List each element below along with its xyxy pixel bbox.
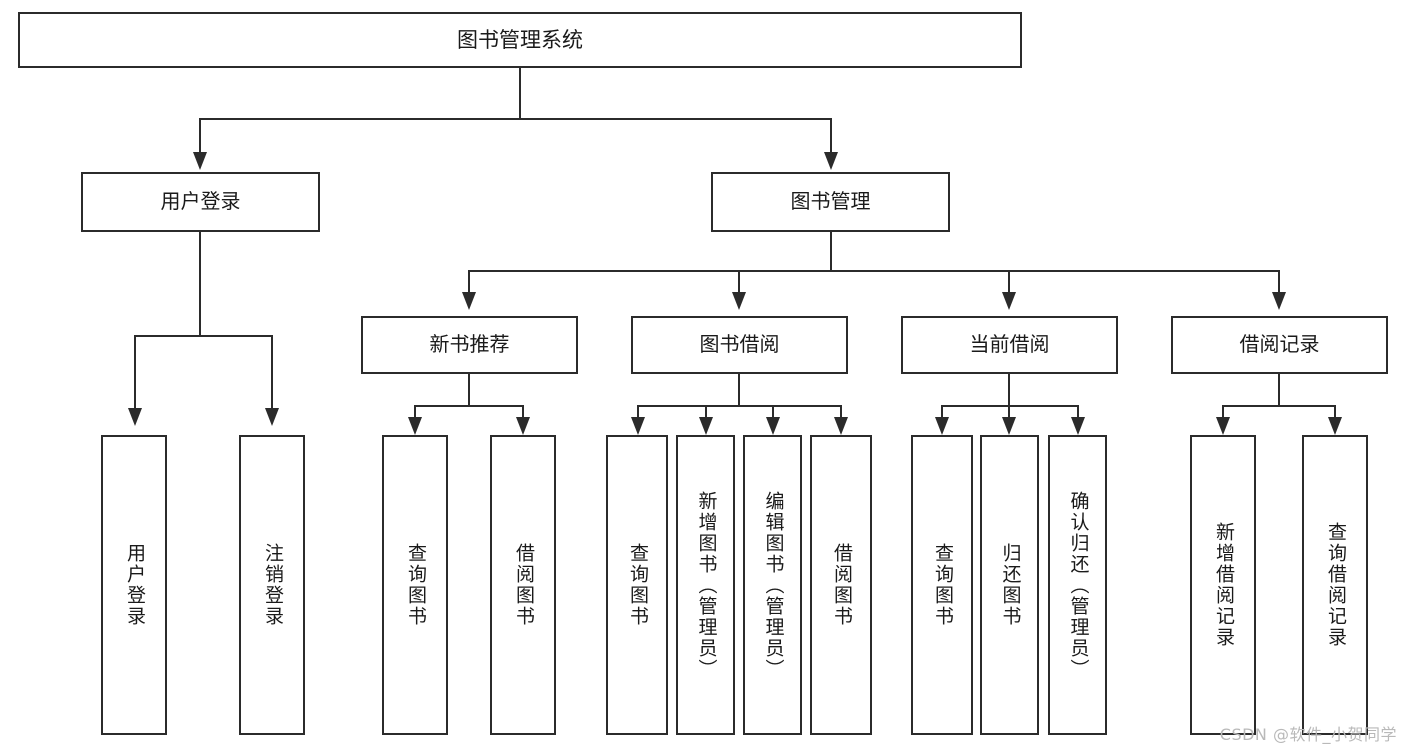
connector-bb-bar — [637, 405, 842, 407]
connector-cb-stem — [1008, 374, 1010, 406]
connector-nbr-stem — [468, 374, 470, 406]
node-label: 借阅图书 — [512, 543, 535, 627]
arrowhead-root-to-user-login — [193, 152, 207, 170]
connector-bm-child-3 — [1008, 270, 1010, 294]
arrowhead-bb-child-2 — [699, 417, 713, 435]
connector-user-login-child-1 — [134, 335, 136, 410]
arrowhead-br-child-2 — [1328, 417, 1342, 435]
node-label: 查询借阅记录 — [1324, 522, 1347, 648]
leaf-add-book-admin[interactable]: 新增图书（管理员） — [676, 435, 735, 735]
arrowhead-bb-child-4 — [834, 417, 848, 435]
arrowhead-cb-child-1 — [935, 417, 949, 435]
connector-br-stem — [1278, 374, 1280, 406]
node-current-borrowing[interactable]: 当前借阅 — [901, 316, 1118, 374]
connector-bb-child-4 — [840, 405, 842, 421]
connector-bm-child-4 — [1278, 270, 1280, 294]
node-label: 借阅记录 — [1239, 332, 1320, 357]
connector-bb-child-1 — [637, 405, 639, 421]
connector-book-management-stem — [830, 232, 832, 271]
connector-cb-child-1 — [941, 405, 943, 421]
arrowhead-root-to-book-management — [824, 152, 838, 170]
node-label: 编辑图书（管理员） — [762, 490, 785, 680]
leaf-add-borrowing-record[interactable]: 新增借阅记录 — [1190, 435, 1256, 735]
leaf-user-login[interactable]: 用户登录 — [101, 435, 167, 735]
connector-bb-child-2 — [705, 405, 707, 421]
node-borrowing-record[interactable]: 借阅记录 — [1171, 316, 1388, 374]
connector-cb-bar — [941, 405, 1079, 407]
arrowhead-bb-child-3 — [766, 417, 780, 435]
node-new-book-recommendation[interactable]: 新书推荐 — [361, 316, 578, 374]
connector-nbr-bar — [414, 405, 524, 407]
leaf-return-books[interactable]: 归还图书 — [980, 435, 1039, 735]
connector-cb-child-2 — [1008, 405, 1010, 421]
arrowhead-bb-child-1 — [631, 417, 645, 435]
connector-cb-child-3 — [1077, 405, 1079, 421]
connector-bb-stem — [738, 374, 740, 406]
leaf-query-books-current[interactable]: 查询图书 — [911, 435, 973, 735]
connector-root-to-book-management — [830, 118, 832, 154]
connector-root-bar — [199, 118, 832, 120]
connector-br-child-2 — [1334, 405, 1336, 421]
node-label: 图书借阅 — [699, 332, 780, 357]
node-label: 查询图书 — [626, 543, 649, 627]
connector-book-management-bar — [468, 270, 1280, 272]
arrowhead-bm-child-2 — [732, 292, 746, 310]
leaf-query-books-recommendation[interactable]: 查询图书 — [382, 435, 448, 735]
leaf-borrow-books-borrowing[interactable]: 借阅图书 — [810, 435, 872, 735]
node-label: 注销登录 — [261, 543, 284, 627]
leaf-query-borrowing-record[interactable]: 查询借阅记录 — [1302, 435, 1368, 735]
arrowhead-bm-child-4 — [1272, 292, 1286, 310]
connector-br-child-1 — [1222, 405, 1224, 421]
connector-nbr-child-2 — [522, 405, 524, 421]
leaf-borrow-books-recommendation[interactable]: 借阅图书 — [490, 435, 556, 735]
connector-root-stem — [519, 68, 521, 119]
node-label: 确认归还（管理员） — [1067, 490, 1090, 680]
node-label: 图书管理 — [790, 189, 871, 214]
connector-nbr-child-1 — [414, 405, 416, 421]
connector-bb-child-3 — [772, 405, 774, 421]
node-label: 查询图书 — [404, 543, 427, 627]
connector-root-to-user-login — [199, 118, 201, 154]
node-root-book-management-system[interactable]: 图书管理系统 — [18, 12, 1022, 68]
node-label: 图书管理系统 — [457, 27, 583, 52]
connector-user-login-bar — [134, 335, 273, 337]
connector-bm-child-2 — [738, 270, 740, 294]
node-label: 借阅图书 — [830, 543, 853, 627]
connector-user-login-child-2 — [271, 335, 273, 410]
node-label: 用户登录 — [123, 543, 146, 627]
arrowhead-br-child-1 — [1216, 417, 1230, 435]
leaf-edit-book-admin[interactable]: 编辑图书（管理员） — [743, 435, 802, 735]
arrowhead-nbr-child-1 — [408, 417, 422, 435]
node-label: 新增图书（管理员） — [695, 490, 718, 680]
node-book-management[interactable]: 图书管理 — [711, 172, 950, 232]
connector-user-login-stem — [199, 232, 201, 336]
arrowhead-user-login-child-1 — [128, 408, 142, 426]
node-label: 归还图书 — [999, 543, 1022, 627]
connector-bm-child-1 — [468, 270, 470, 294]
leaf-confirm-return-admin[interactable]: 确认归还（管理员） — [1048, 435, 1107, 735]
connector-br-bar — [1222, 405, 1336, 407]
node-user-login[interactable]: 用户登录 — [81, 172, 320, 232]
arrowhead-cb-child-2 — [1002, 417, 1016, 435]
arrowhead-bm-child-1 — [462, 292, 476, 310]
node-label: 查询图书 — [931, 543, 954, 627]
node-book-borrowing[interactable]: 图书借阅 — [631, 316, 848, 374]
arrowhead-user-login-child-2 — [265, 408, 279, 426]
node-label: 新书推荐 — [429, 332, 510, 357]
arrowhead-cb-child-3 — [1071, 417, 1085, 435]
node-label: 用户登录 — [160, 189, 241, 214]
arrowhead-bm-child-3 — [1002, 292, 1016, 310]
arrowhead-nbr-child-2 — [516, 417, 530, 435]
leaf-logout[interactable]: 注销登录 — [239, 435, 305, 735]
node-label: 当前借阅 — [969, 332, 1050, 357]
leaf-query-books-borrowing[interactable]: 查询图书 — [606, 435, 668, 735]
node-label: 新增借阅记录 — [1212, 522, 1235, 648]
